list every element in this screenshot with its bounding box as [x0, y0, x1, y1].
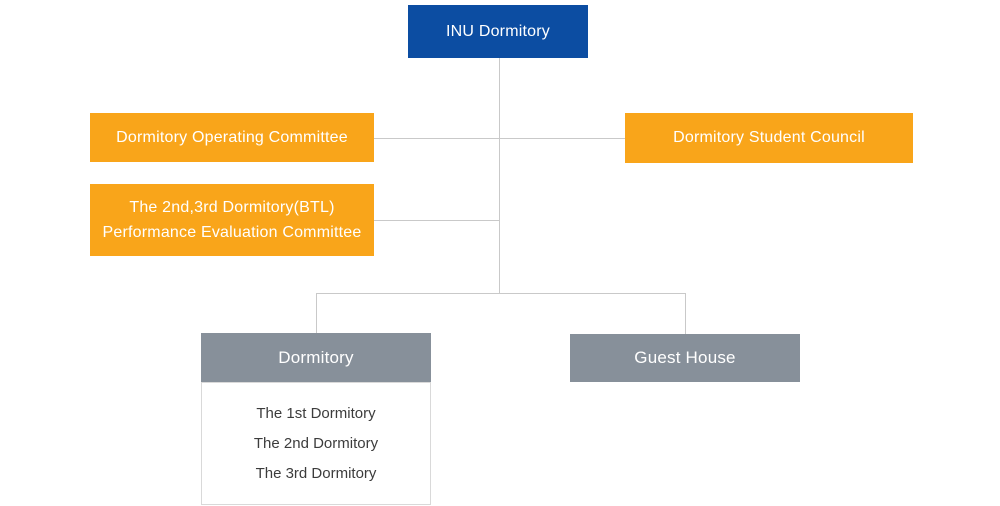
- node-dormitory: Dormitory: [201, 333, 431, 382]
- node-btl-evaluation-committee-label: The 2nd,3rd Dormitory(BTL) Performance E…: [103, 195, 362, 245]
- connector-root-vertical: [499, 58, 500, 293]
- connector-committees-horizontal: [374, 138, 625, 139]
- dormitory-children-list: The 1st Dormitory The 2nd Dormitory The …: [201, 382, 431, 505]
- node-inu-dormitory: INU Dormitory: [408, 5, 588, 58]
- list-item: The 1st Dormitory: [256, 404, 376, 422]
- list-item: The 3rd Dormitory: [255, 464, 377, 482]
- node-operating-committee-label: Dormitory Operating Committee: [116, 128, 348, 146]
- connector-btl-horizontal: [374, 220, 499, 221]
- node-operating-committee: Dormitory Operating Committee: [90, 113, 374, 162]
- node-student-council: Dormitory Student Council: [625, 113, 913, 163]
- node-inu-dormitory-label: INU Dormitory: [446, 22, 550, 40]
- node-dormitory-label: Dormitory: [278, 347, 354, 367]
- node-guest-house-label: Guest House: [634, 348, 736, 367]
- node-btl-evaluation-committee: The 2nd,3rd Dormitory(BTL) Performance E…: [90, 184, 374, 256]
- connector-guesthouse-vertical: [685, 293, 686, 334]
- connector-dormitory-vertical: [316, 293, 317, 333]
- list-item: The 2nd Dormitory: [253, 434, 379, 452]
- btl-label-line2: Performance Evaluation Committee: [102, 224, 362, 241]
- connector-facilities-horizontal: [316, 293, 686, 294]
- btl-label-line1: The 2nd,3rd Dormitory(BTL): [129, 199, 335, 216]
- node-student-council-label: Dormitory Student Council: [673, 129, 865, 146]
- node-guest-house: Guest House: [570, 334, 800, 382]
